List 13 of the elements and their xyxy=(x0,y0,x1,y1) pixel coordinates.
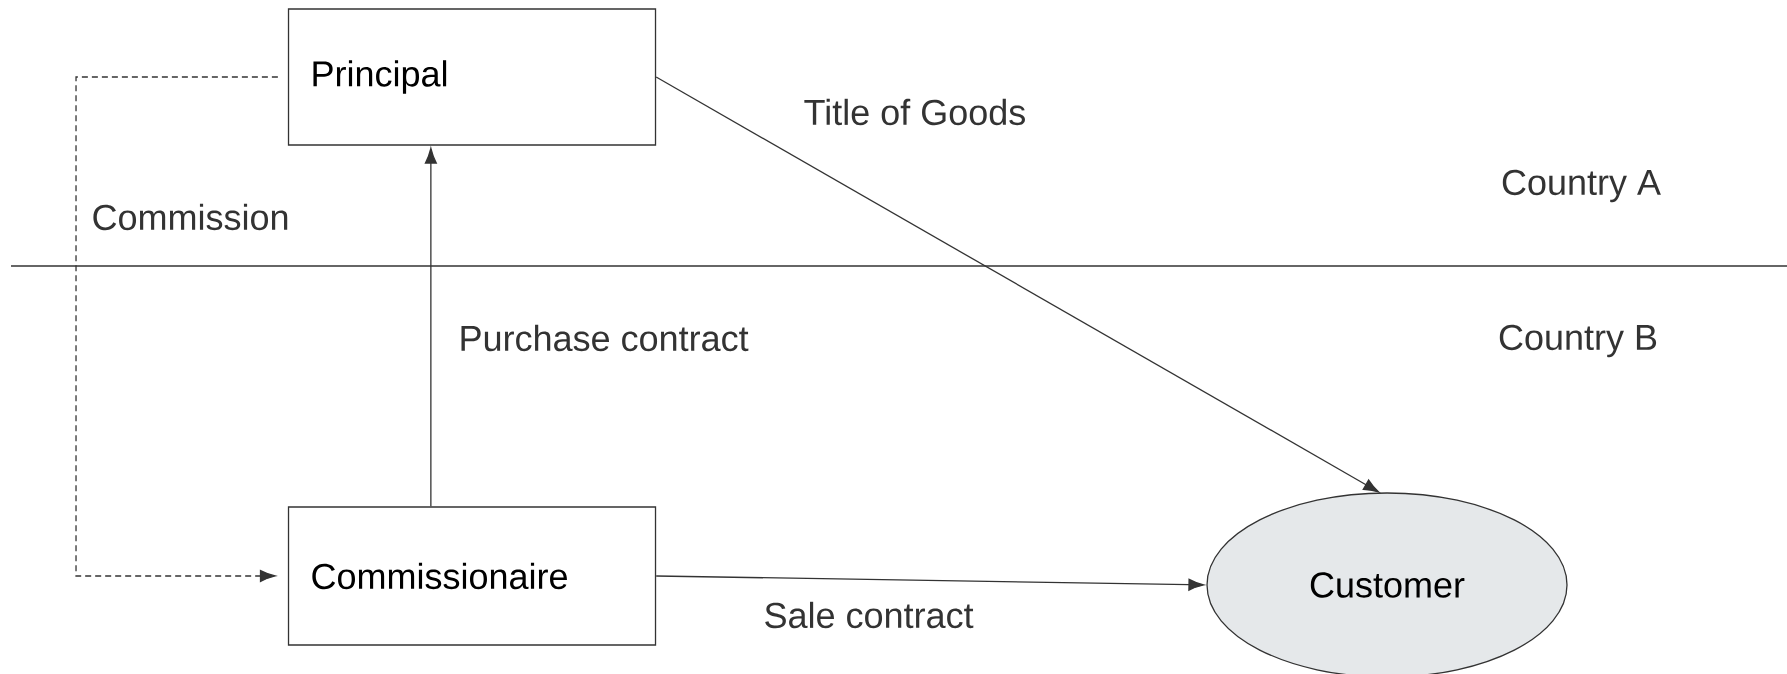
region-label: Country A xyxy=(1502,169,1661,203)
arrow xyxy=(424,147,437,507)
process-box: Commissionaire xyxy=(287,506,657,646)
edge-label: Title of Goods xyxy=(804,98,1025,126)
process-box: Principal xyxy=(287,8,657,146)
ellipse-node: Customer xyxy=(1206,492,1568,674)
edge-label: Commission xyxy=(93,203,288,231)
arrow xyxy=(75,76,279,583)
arrow xyxy=(655,575,1205,591)
edge-label: Purchase contract xyxy=(461,324,749,352)
arrow xyxy=(655,76,1380,493)
region-label: Country B xyxy=(1499,324,1657,358)
edge-label: Sale contract xyxy=(765,601,974,629)
